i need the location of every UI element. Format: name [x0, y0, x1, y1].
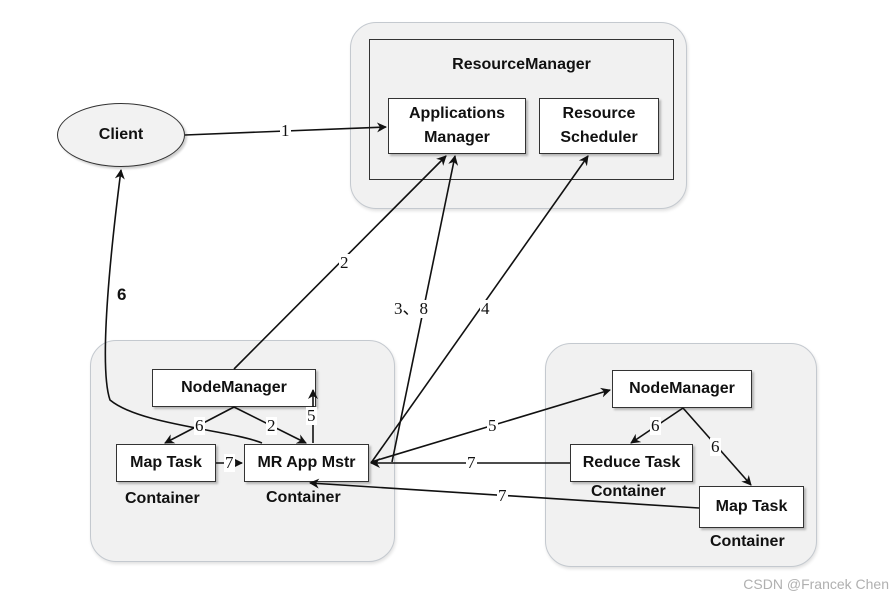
step-label-6-reduce: 6: [650, 416, 661, 435]
step-label-6-right-maptask: 6: [710, 437, 721, 456]
reduce-task-box: Reduce Task: [570, 444, 693, 482]
step-label-7-maptask: 7: [224, 453, 235, 472]
step-label-2-appmgr: 2: [339, 253, 350, 272]
step-label-2-appmaster: 2: [266, 416, 277, 435]
watermark: CSDN @Francek Chen: [743, 576, 889, 592]
step-label-5-right: 5: [487, 416, 498, 435]
client-node: Client: [57, 103, 185, 167]
step-label-3-8: 3、8: [393, 299, 429, 318]
mr-app-master-box: MR App Mstr: [244, 444, 369, 482]
step-label-6-client: 6: [117, 285, 127, 304]
applications-manager-box: Applications Manager: [388, 98, 526, 154]
step-label-7-reduce: 7: [466, 453, 477, 472]
arrow-appmaster-to-scheduler: [370, 155, 589, 464]
step-label-4: 4: [480, 299, 491, 318]
left-nodemanager-label: NodeManager: [181, 379, 287, 396]
step-label-1: 1: [280, 121, 291, 140]
applications-manager-label: Applications Manager: [408, 105, 505, 146]
mr-app-master-label: MR App Mstr: [257, 454, 356, 471]
resource-scheduler-box: Resource Scheduler: [539, 98, 659, 154]
right-map-task-box: Map Task: [699, 486, 804, 528]
resource-scheduler-label: Resource Scheduler: [560, 105, 638, 146]
right-nodemanager-label: NodeManager: [629, 380, 735, 397]
step-label-6-maptask: 6: [194, 416, 205, 435]
right-map-task-container-label: Container: [710, 533, 785, 550]
mr-app-master-container-label: Container: [266, 489, 341, 506]
left-map-task-container-label: Container: [125, 490, 200, 507]
step-label-5-nodemgr: 5: [306, 406, 317, 425]
reduce-task-label: Reduce Task: [582, 454, 681, 471]
reduce-task-container-label: Container: [591, 483, 666, 500]
left-map-task-box: Map Task: [116, 444, 216, 482]
resource-manager-frame: [369, 39, 674, 180]
left-nodemanager-box: NodeManager: [152, 369, 316, 407]
resource-manager-title: ResourceManager: [452, 56, 591, 73]
left-map-task-label: Map Task: [130, 454, 202, 471]
step-label-7-right-maptask: 7: [497, 486, 508, 505]
right-nodemanager-box: NodeManager: [612, 370, 752, 408]
client-label: Client: [98, 126, 144, 143]
right-map-task-label: Map Task: [715, 498, 788, 515]
arrow-appmaster-to-client: [104, 169, 263, 444]
